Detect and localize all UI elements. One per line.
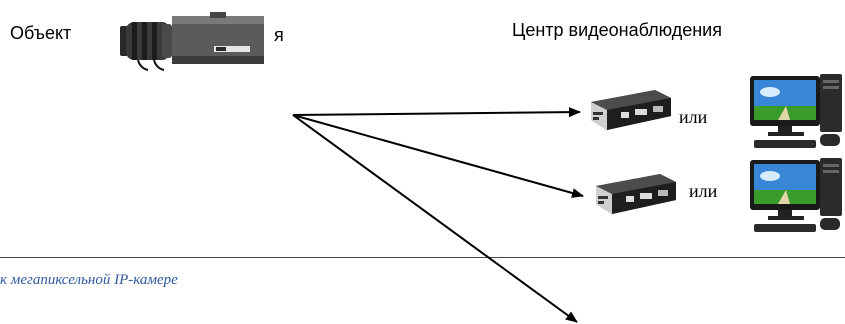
- object-label: Объект: [10, 23, 72, 43]
- or-label-1: или: [679, 107, 708, 127]
- monitoring-center-label: Центр видеонаблюдения: [512, 20, 722, 40]
- separator-line: [0, 257, 845, 258]
- desktop-computer-icon: [750, 158, 842, 232]
- arrow-down: [292, 114, 578, 323]
- video-decoder-icon: [591, 90, 671, 130]
- figure-caption: к мегапиксельной IP-камере: [0, 272, 178, 288]
- video-decoder-icon: [596, 174, 676, 214]
- arrow-to-decoder-2: [292, 114, 584, 198]
- desktop-computer-icon: [750, 74, 842, 148]
- or-label-2: или: [689, 181, 718, 201]
- ip-camera-icon: [120, 12, 264, 71]
- object-label-tail: я: [274, 25, 284, 45]
- arrow-to-decoder-1: [292, 107, 581, 118]
